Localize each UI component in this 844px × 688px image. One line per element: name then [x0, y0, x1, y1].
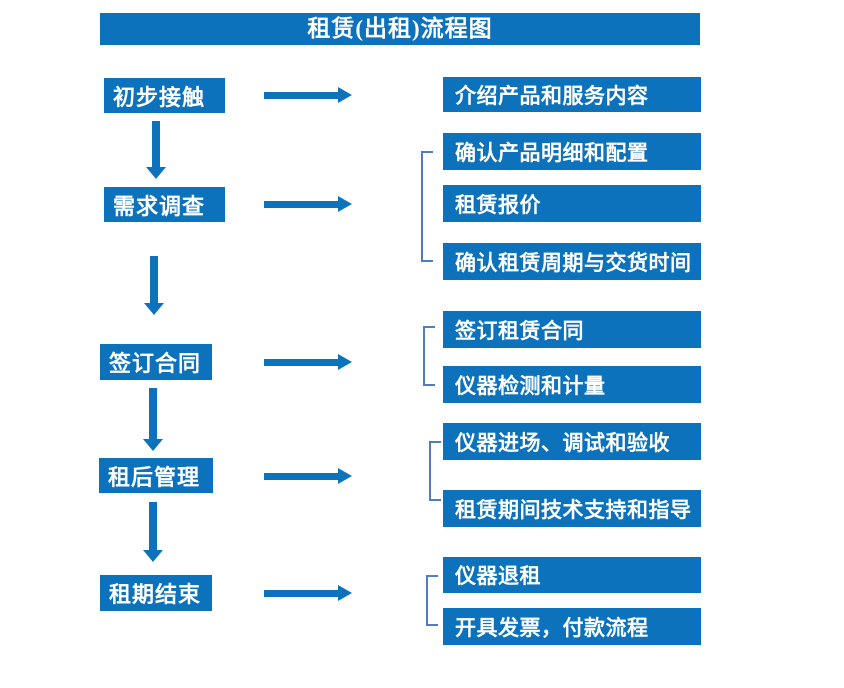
arrow-head	[338, 585, 352, 601]
flow-title: 租赁(出租)流程图	[100, 13, 700, 45]
detail-instrument-entry-acceptance: 仪器进场、调试和验收	[443, 423, 701, 460]
arrow-down-icon	[144, 256, 164, 315]
detail-sign-rental-contract: 签订租赁合同	[443, 311, 701, 348]
arrow-shaft	[264, 473, 339, 480]
detail-confirm-period-delivery: 确认租赁周期与交货时间	[443, 243, 701, 280]
arrow-head	[143, 550, 163, 562]
stage-sign-contract: 签订合同	[100, 344, 212, 380]
group-bracket-icon	[429, 441, 441, 501]
arrow-head	[338, 468, 352, 484]
detail-instrument-testing: 仪器检测和计量	[443, 366, 701, 403]
stage-post-rental-management: 租后管理	[99, 458, 213, 493]
arrow-head	[338, 87, 352, 103]
arrow-head	[338, 354, 352, 370]
arrow-shaft	[150, 256, 158, 303]
arrow-right-icon	[264, 196, 352, 213]
arrow-shaft	[149, 502, 157, 550]
arrow-shaft	[264, 590, 339, 597]
arrow-shaft	[264, 92, 339, 99]
arrow-shaft	[149, 388, 157, 439]
group-bracket-icon	[421, 151, 433, 262]
arrow-head	[144, 303, 164, 315]
stage-lease-end: 租期结束	[100, 575, 212, 611]
arrow-down-icon	[143, 502, 163, 562]
arrow-head	[143, 439, 163, 451]
arrow-head	[146, 167, 166, 179]
stage-demand-survey: 需求调查	[104, 187, 225, 222]
group-bracket-icon	[423, 326, 435, 386]
arrow-shaft	[264, 359, 339, 366]
arrow-right-icon	[264, 585, 352, 602]
detail-invoice-payment: 开具发票，付款流程	[443, 608, 701, 645]
stage-initial-contact: 初步接触	[104, 78, 225, 113]
arrow-shaft	[264, 201, 339, 208]
detail-rental-tech-support: 租赁期间技术支持和指导	[443, 490, 701, 527]
arrow-right-icon	[264, 87, 352, 104]
arrow-right-icon	[264, 354, 352, 371]
arrow-down-icon	[143, 388, 163, 451]
group-bracket-icon	[426, 575, 438, 626]
detail-confirm-product-details: 确认产品明细和配置	[443, 133, 701, 170]
arrow-shaft	[152, 121, 160, 167]
arrow-right-icon	[264, 468, 352, 485]
arrow-down-icon	[146, 121, 166, 179]
detail-intro-products-services: 介绍产品和服务内容	[443, 77, 701, 112]
detail-instrument-return: 仪器退租	[443, 557, 701, 593]
arrow-head	[338, 196, 352, 212]
detail-rental-quote: 租赁报价	[443, 185, 701, 222]
